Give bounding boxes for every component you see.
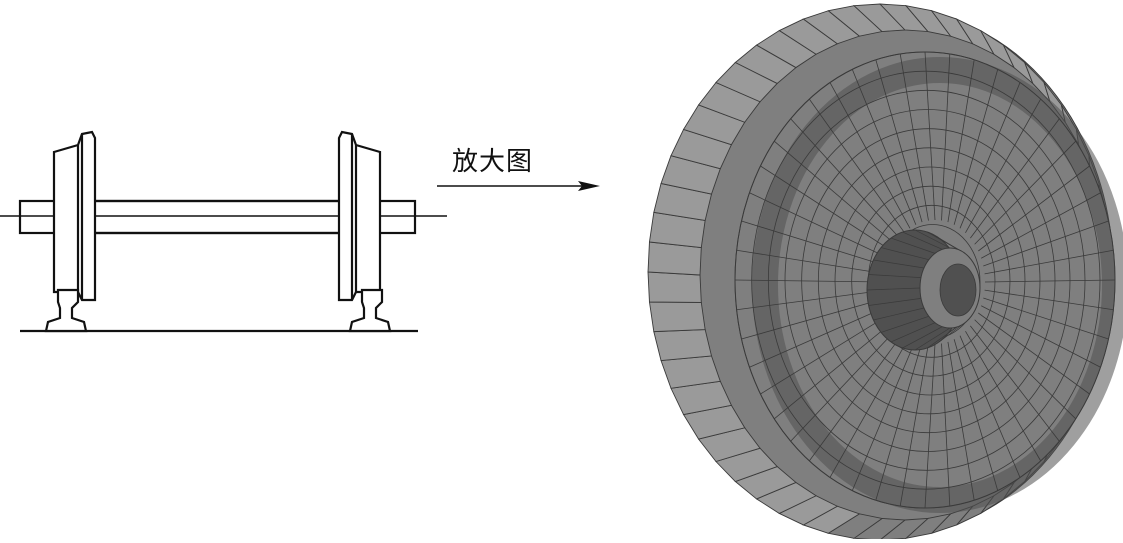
- hub-line: [902, 231, 943, 250]
- right-rail: [348, 288, 392, 333]
- disc-spoke: [741, 220, 887, 267]
- disc-spoke: [899, 53, 929, 221]
- disc-spoke: [760, 165, 892, 252]
- disc-spoke: [760, 312, 892, 395]
- wheel-mesh: [647, 3, 1123, 541]
- disc-spoke: [790, 118, 900, 239]
- disc-spoke: [741, 297, 887, 340]
- disc-spoke: [981, 192, 1101, 259]
- disc-spoke: [947, 59, 975, 223]
- hub-line: [914, 229, 951, 249]
- disc-spoke: [941, 53, 951, 221]
- disc-spoke: [899, 343, 929, 507]
- left-rail: [44, 288, 88, 333]
- hub-line: [868, 298, 922, 306]
- hub-line: [873, 259, 925, 269]
- hub-line: [873, 307, 925, 321]
- disc-spoke: [774, 319, 896, 420]
- disc-spoke: [736, 289, 886, 311]
- hub-line: [914, 327, 951, 351]
- disc-spoke: [875, 341, 923, 501]
- rim-cell: [648, 301, 706, 333]
- disc-spoke: [851, 69, 917, 225]
- right-wheel: [337, 130, 382, 302]
- disc-spoke: [953, 69, 999, 225]
- disc-spoke: [851, 339, 917, 491]
- disc-spoke: [959, 82, 1021, 229]
- disc-spoke: [829, 82, 911, 229]
- hub-line: [902, 326, 943, 349]
- disc-spoke: [981, 305, 1101, 368]
- hub-line: [890, 237, 936, 254]
- hub-line: [927, 326, 958, 349]
- disc-spoke: [924, 343, 936, 509]
- disc-spoke: [983, 220, 1109, 267]
- disc-spoke: [947, 341, 975, 501]
- disc-spoke: [749, 305, 889, 368]
- magnify-arrow: [437, 181, 600, 191]
- rim-cell: [647, 271, 702, 303]
- hub-line: [890, 322, 936, 343]
- disc-spoke: [829, 335, 911, 478]
- disc-spoke: [978, 312, 1090, 395]
- disc-spoke: [965, 330, 1042, 462]
- disc-spoke: [749, 192, 889, 259]
- disc-spoke: [984, 289, 1114, 311]
- disc-spoke: [875, 59, 923, 223]
- disc-spoke: [974, 140, 1077, 245]
- disc-spoke: [941, 343, 951, 507]
- arrow-label: 放大图: [452, 147, 534, 177]
- disc-spoke: [809, 330, 905, 462]
- disc-spoke: [978, 165, 1090, 252]
- disc-spoke: [774, 140, 896, 245]
- hub-line: [868, 274, 922, 278]
- disc-spoke: [984, 279, 1116, 283]
- disc-spoke: [924, 51, 936, 221]
- disc-spoke: [809, 98, 905, 234]
- hub-line: [880, 247, 929, 261]
- disc-spoke: [736, 249, 886, 275]
- wheelset-drawing: [0, 130, 447, 333]
- disc-spoke: [790, 325, 900, 442]
- rim-cell: [653, 329, 713, 361]
- disc-spoke: [970, 325, 1060, 442]
- disc-spoke: [970, 118, 1060, 239]
- disc-spoke: [734, 279, 886, 283]
- disc-spoke: [965, 98, 1042, 234]
- disc-spoke: [983, 297, 1109, 340]
- disc-spoke: [984, 249, 1114, 275]
- disc-spoke: [974, 319, 1077, 420]
- hub-line: [880, 315, 929, 333]
- disc-spoke: [953, 339, 999, 491]
- disc-spoke: [959, 335, 1021, 478]
- hub-line: [866, 287, 921, 291]
- left-wheel: [52, 130, 97, 302]
- hub-bore-inner: [939, 263, 977, 317]
